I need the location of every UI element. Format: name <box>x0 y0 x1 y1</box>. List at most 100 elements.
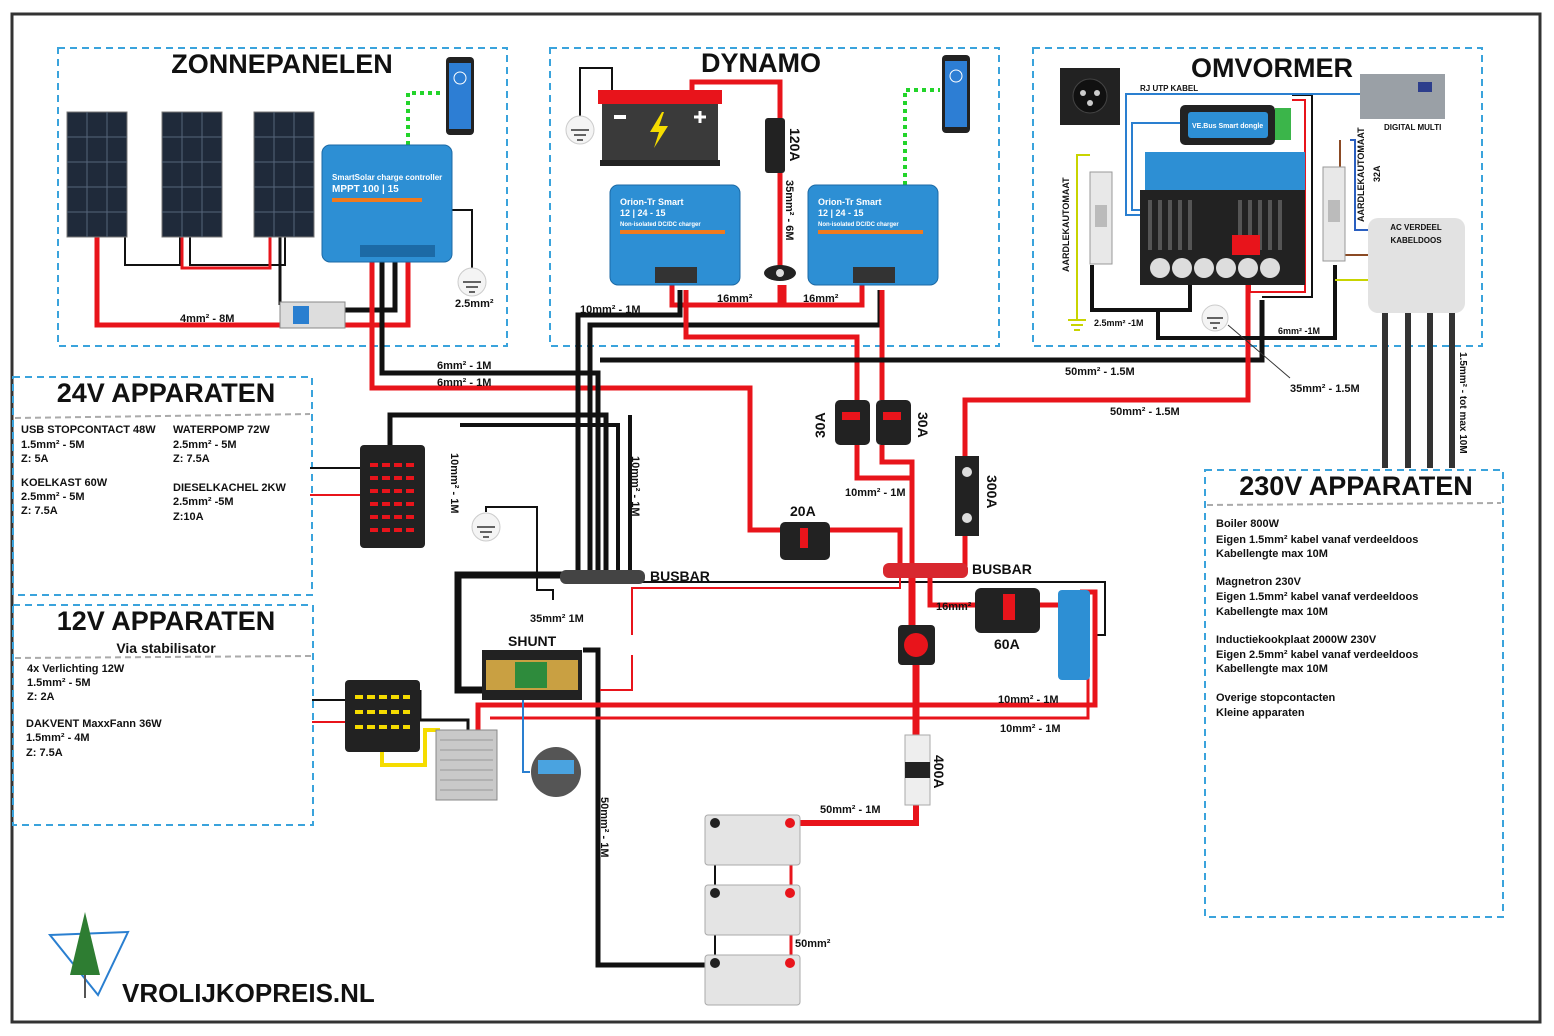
fuse-120a[interactable] <box>765 118 785 173</box>
appliance-cable: 1.5mm² - 5M <box>21 439 85 451</box>
wire-positive <box>828 527 903 566</box>
bluetooth-link <box>406 91 443 145</box>
label-fuse-rating: 120A <box>787 128 803 161</box>
label-cable: 10mm² - 1M <box>845 487 906 499</box>
label-cable: 10mm² - 1M <box>448 453 460 514</box>
section-title-24v: 24V APPARATEN <box>57 378 276 408</box>
wire-busbar-negative <box>640 581 1106 636</box>
wire-ac-in <box>1090 265 1192 312</box>
solar-panel[interactable] <box>161 111 223 238</box>
house-battery <box>704 884 801 936</box>
label-breaker-rating: 60A <box>994 636 1020 652</box>
negative-busbar[interactable] <box>560 570 645 584</box>
shunt[interactable] <box>482 650 582 700</box>
wire-10mm-positive <box>475 589 1098 735</box>
label-ac-box: KABELDOOS <box>1390 236 1442 245</box>
mppt-charge-controller[interactable]: SmartSolar charge controller MPPT 100 | … <box>321 144 453 263</box>
appliance-name: Kleine apparaten <box>1216 707 1305 719</box>
wire-sense <box>600 655 633 691</box>
orion-dc-dc-charger[interactable]: Orion-Tr Smart 12 | 24 - 15 Non-isolated… <box>807 184 939 286</box>
appliance-cable: 1.5mm² - 5M <box>27 677 91 689</box>
section-24v <box>12 376 313 596</box>
label-cable: 16mm² <box>803 293 839 305</box>
section-omvormer <box>1032 47 1483 347</box>
fuse-block-12v[interactable] <box>345 680 420 752</box>
label-cable: 10mm² - 1M <box>1000 723 1061 735</box>
label-breaker-rating: 30A <box>915 412 931 438</box>
solar-breaker[interactable] <box>279 301 346 329</box>
appliance-cable: Eigen 1.5mm² kabel vanaf verdeeldoos <box>1216 534 1418 546</box>
digital-multi-control-panel[interactable] <box>1360 74 1445 119</box>
battery-monitor-bmv[interactable] <box>531 747 581 797</box>
appliance-fuse: Z: 7.5A <box>26 747 63 759</box>
smartphone <box>446 57 474 135</box>
dongle-label: VE.Bus Smart dongle <box>1192 123 1263 130</box>
label-rcd: AARDLEKAUTOMAAT <box>1061 177 1071 272</box>
appliance-name: Boiler 800W <box>1216 518 1280 530</box>
section-title-12v: 12V APPARATEN <box>57 606 276 636</box>
label-cable: 6mm² - 1M <box>437 377 491 389</box>
wire-16mm <box>781 285 865 308</box>
label-cable: 50mm² <box>795 938 831 950</box>
appliance-length: Kabellengte max 10M <box>1216 663 1328 675</box>
label-cable: 6mm² - 1M <box>437 360 491 372</box>
wire-panel-link <box>189 237 286 266</box>
appliance-name: Overige stopcontacten <box>1216 692 1335 704</box>
divider <box>1206 502 1502 506</box>
label-breaker-rating: 30A <box>812 412 828 438</box>
rcd-breaker-in[interactable] <box>1089 171 1113 265</box>
wire-16mm <box>669 285 783 308</box>
label-cable: 10mm² - 1M <box>580 304 641 316</box>
solar-panel[interactable] <box>66 111 128 238</box>
wire-16mm <box>927 578 975 608</box>
label-rcd-rating: 32A <box>1372 165 1382 182</box>
wire-12v-positive <box>380 728 440 767</box>
label-cable: 2.5mm² <box>455 298 494 310</box>
label-cable: 35mm² - 6M <box>783 180 795 241</box>
wire-labels: 4mm² - 8M 2.5mm² 10mm² - 1M 16mm² 16mm² … <box>180 84 1468 950</box>
orion-label: Orion-Tr Smart <box>620 197 684 207</box>
battery-main-switch[interactable] <box>898 625 935 665</box>
appliance-name: Magnetron 230V <box>1216 576 1302 588</box>
mppt-model: MPPT 100 | 15 <box>332 184 399 195</box>
fuse-block-24v[interactable] <box>360 445 425 548</box>
ve-bus-smart-dongle[interactable]: VE.Bus Smart dongle <box>1180 105 1291 145</box>
rcd-breaker-out[interactable] <box>1322 166 1346 262</box>
lightning-icon <box>650 112 668 148</box>
orion-model: 12 | 24 - 15 <box>620 208 666 218</box>
wire-positive <box>879 445 915 566</box>
shore-power-inlet[interactable] <box>1060 68 1120 125</box>
fuse-400a[interactable] <box>904 734 931 806</box>
orion-dc-dc-charger[interactable]: Orion-Tr Smart 12 | 24 - 15 Non-isolated… <box>609 184 741 286</box>
label-cable: 10mm² - 1M <box>998 694 1059 706</box>
circuit-breaker-60a[interactable] <box>975 588 1040 633</box>
battery-charger-blue[interactable] <box>1058 590 1090 680</box>
appliance-cable: 2.5mm² -5M <box>173 496 234 508</box>
wire-ground <box>485 506 554 600</box>
section-title-dynamo: DYNAMO <box>701 48 821 78</box>
positive-busbar[interactable] <box>883 563 968 578</box>
circuit-breaker-30a[interactable] <box>835 400 870 445</box>
wire-alternator <box>689 79 783 270</box>
wire-negative <box>345 255 398 313</box>
solar-panel[interactable] <box>253 111 315 238</box>
orion-label: Orion-Tr Smart <box>818 197 882 207</box>
divider <box>14 413 311 419</box>
smartphone <box>942 55 970 133</box>
ground-symbol <box>457 267 487 297</box>
appliance-cable: 1.5mm² - 4M <box>26 732 90 744</box>
circuit-breaker-20a[interactable] <box>780 522 830 560</box>
label-breaker-rating: 20A <box>790 503 816 519</box>
appliance-length: Kabellengte max 10M <box>1216 548 1328 560</box>
multiplus-inverter[interactable] <box>1140 152 1305 285</box>
label-cable: 4mm² - 8M <box>180 313 234 325</box>
wire-negative-mppt <box>379 255 601 575</box>
wire-50mm-positive <box>787 805 919 826</box>
voltage-converter-stabilisator[interactable] <box>435 729 498 801</box>
appliance-name: Inductiekookplaat 2000W 230V <box>1216 634 1377 646</box>
wire-neutral <box>1350 139 1368 231</box>
section-title-zonnepanelen: ZONNEPANELEN <box>171 49 393 79</box>
fuse-300a[interactable] <box>955 456 979 536</box>
circuit-breaker-30a[interactable] <box>876 400 911 445</box>
